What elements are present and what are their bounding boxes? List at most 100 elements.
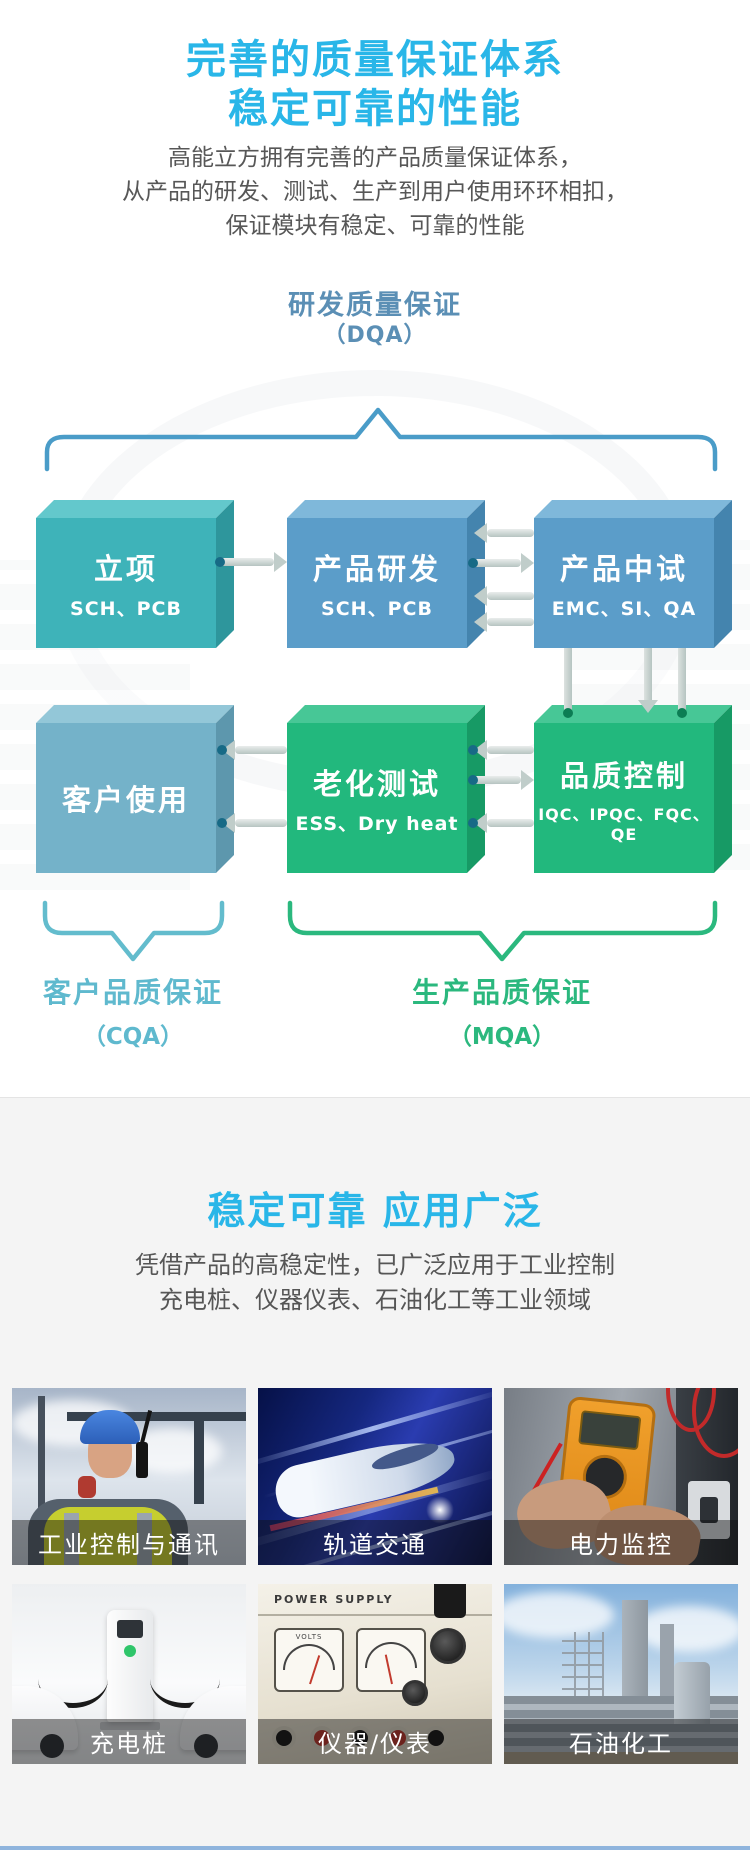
terminal-post-shape [386,1726,410,1750]
arrow-left-icon [222,740,287,760]
arrow-left-icon [474,740,534,760]
terminal-post-shape [424,1726,448,1750]
vest-stripe-shape [64,1513,79,1565]
terminal-post-shape [348,1726,372,1750]
cloud-shape [504,1592,614,1638]
green-indicator-shape [124,1645,136,1657]
card-power-monitoring: 电力监控 [504,1388,738,1565]
box-subtitle: SCH、PCB [70,597,182,620]
connector-dot [468,745,478,755]
connector-dot [217,745,227,755]
multimeter-screen-shape [578,1410,642,1451]
cloud-shape [634,1606,738,1652]
analog-meter-shape [356,1628,426,1692]
worker-vest-shape [44,1507,172,1565]
arrow-left-icon [474,813,534,833]
next-section-edge [0,1846,750,1850]
meter-text: VOLTS [295,1633,323,1641]
ear-protector-shape [78,1476,96,1498]
card-petrochemical: 石油化工 [504,1584,738,1764]
ground-shape [504,1752,738,1764]
box-title: 品质控制 [559,758,688,793]
cqa-label: 客户品质保证 [42,976,223,1009]
section1-title-line2: 稳定可靠的性能 [228,86,522,132]
application-cards-row2: 充电桩 POWER SUPPLY VOLTS 仪器/仪表 [12,1584,738,1764]
flow-box-aging-test: 老化测试 ESS、Dry heat [287,723,467,873]
card-instruments: POWER SUPPLY VOLTS 仪器/仪表 [258,1584,492,1764]
crane-column-shape [194,1412,204,1504]
panel-text: POWER SUPPLY [274,1593,394,1606]
section1-intro: 高能立方拥有完善的产品质量保证体系， 从产品的研发、测试、生产到用户使用环环相扣… [0,141,750,243]
card-charging-pile: 充电桩 [12,1584,246,1764]
connector-plug-shape [434,1584,466,1618]
flow-box-product-rnd: 产品研发 SCH、PCB [287,518,467,648]
wheel-shape [194,1734,218,1758]
card-label: 仪器/仪表 [258,1719,492,1764]
box-title: 产品中试 [559,551,688,586]
dqa-abbr: （DQA） [323,323,427,348]
breaker-switch-shape [700,1497,718,1523]
arrow-right-icon [473,553,534,573]
knob-shape [402,1680,428,1706]
arrow-left-icon [222,813,287,833]
box-subtitle: ESS、Dry heat [295,812,459,835]
section1-title-line1: 完善的质量保证体系 [186,37,564,83]
bracket-overlay [42,407,718,962]
panel-divider [258,1614,492,1616]
pillar-base-shape [100,1722,160,1730]
meter-scale-shape [283,1644,335,1670]
storage-tank-shape [674,1662,710,1724]
quality-assurance-section: 完善的质量保证体系 稳定可靠的性能 高能立方拥有完善的产品质量保证体系， 从产品… [0,0,750,1097]
application-cards-row1: 工业控制与通讯 轨道交通 [12,1388,738,1565]
flow-box-project-initiation: 立项 SCH、PCB [36,518,216,648]
vertical-connector [678,648,686,712]
box-title: 产品研发 [312,551,441,586]
mqa-bracket [287,900,718,962]
card-label: 工业控制与通讯 [12,1520,246,1565]
connector-dot [468,775,478,785]
terminal-post-shape [310,1726,334,1750]
intro-line: 保证模块有稳定、可靠的性能 [225,213,525,239]
connector-dot [468,558,478,568]
arrow-right-icon [220,552,287,572]
card-label: 充电桩 [12,1719,246,1764]
cqa-abbr: （CQA） [82,1024,184,1050]
card-industrial-control: 工业控制与通讯 [12,1388,246,1565]
meter-scale-shape [365,1642,417,1668]
charging-cable-shape [150,1650,220,1708]
flow-box-customer-use: 客户使用 [36,723,216,873]
connector-dot [217,818,227,828]
crane-tower-shape [38,1396,45,1531]
headlight-glow-shape [426,1496,454,1524]
crane-beam-shape [67,1412,246,1421]
terminal-post-shape [272,1726,296,1750]
arrow-down-icon [638,648,658,713]
vertical-connector [564,648,572,712]
dqa-bracket [44,407,718,472]
walkie-talkie-shape [136,1442,148,1478]
arrow-left-icon [474,612,534,632]
box-subtitle: EMC、SI、QA [551,597,697,620]
cqa-bracket [42,900,225,962]
intro-line: 从产品的研发、测试、生产到用户使用环环相扣， [122,179,628,205]
flow-box-quality-control: 品质控制 IQC、IPQC、FQC、QE [534,723,714,873]
card-label: 石油化工 [504,1719,738,1764]
knob-shape [430,1628,466,1664]
charging-cable-shape [38,1650,108,1708]
section2-intro: 凭借产品的高稳定性，已广泛应用于工业控制 充电桩、仪器仪表、石油化工等工业领域 [0,1248,750,1318]
flow-box-pilot-production: 产品中试 EMC、SI、QA [534,518,714,648]
box-subtitle: SCH、PCB [321,597,433,620]
wheel-shape [40,1734,64,1758]
charging-pillar-shape [107,1610,153,1722]
arrow-right-icon [473,770,534,790]
dqa-label: 研发质量保证 [288,290,462,321]
connector-dot [563,708,573,718]
intro-line: 高能立方拥有完善的产品质量保证体系， [168,145,582,171]
card-label: 轨道交通 [258,1520,492,1565]
section2-title: 稳定可靠 应用广泛 [207,1189,543,1233]
mqa-abbr: （MQA） [448,1024,556,1050]
mqa-label: 生产品质保证 [411,976,592,1009]
connector-dot [215,557,225,567]
applications-section: 稳定可靠 应用广泛 凭借产品的高稳定性，已广泛应用于工业控制 充电桩、仪器仪表、… [0,1097,750,1846]
section1-title: 完善的质量保证体系 稳定可靠的性能 [0,36,750,134]
